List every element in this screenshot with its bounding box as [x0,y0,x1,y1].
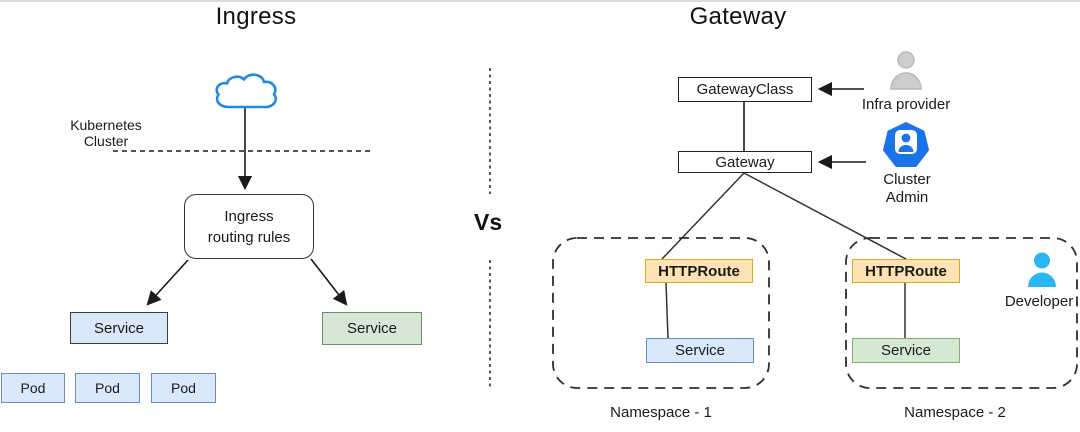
cloud-icon [211,71,281,113]
pod-box-1: Pod [1,373,65,403]
httproute-box-ns2: HTTPRoute [852,259,960,283]
top-border-strip [0,0,1080,2]
namespace-2-caption: Namespace - 2 [904,404,1006,421]
service-box-left: Service [70,312,168,344]
developer-label: Developer [1004,293,1074,310]
service-box-ns2: Service [852,338,960,363]
infra-provider-icon [888,51,924,91]
kubernetes-cluster-label: Kubernetes Cluster [70,117,142,149]
gateway-to-httproute1-line [661,172,745,260]
gateway-box: Gateway [678,151,812,173]
pod-box-3: Pod [151,373,216,403]
service-box-ns1: Service [646,338,754,363]
ingress-routing-rules-box: Ingress routing rules [184,194,314,259]
httproute-box-ns1: HTTPRoute [645,259,753,283]
gatewayclass-box: GatewayClass [678,77,812,102]
developer-icon [1026,252,1058,288]
vs-label: Vs [474,209,503,235]
ingress-title: Ingress [215,3,297,30]
namespace-1-caption: Namespace - 1 [610,404,712,421]
infra-provider-label: Infra provider [861,96,951,113]
httproute1-to-service-line [665,282,669,339]
pod-box-2: Pod [75,373,140,403]
ingress-to-service-left-arrow [146,259,189,306]
cluster-admin-label: Cluster Admin [883,171,931,206]
gateway-title: Gateway [689,3,787,30]
ingress-to-service-right-arrow [310,258,348,306]
kubernetes-admin-icon [882,122,930,168]
service-box-right: Service [322,312,422,345]
